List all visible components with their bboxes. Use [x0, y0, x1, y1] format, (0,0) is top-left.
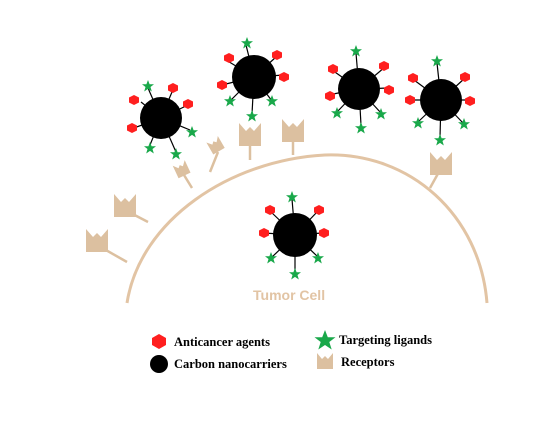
legend-carbon-label: Carbon nanocarriers	[174, 357, 287, 371]
legend: Anticancer agents Carbon nanocarriers Ta…	[150, 330, 432, 373]
circle-icon	[150, 355, 168, 373]
legend-receptors-label: Receptors	[341, 355, 395, 369]
nanocarrier-3	[325, 45, 394, 134]
receptor-icon	[114, 194, 136, 217]
nanocarrier-inside-cell	[259, 191, 329, 280]
receptor-icon	[86, 229, 108, 252]
tumor-cell-label: Tumor Cell	[253, 287, 325, 303]
nanocarrier-1	[127, 80, 198, 160]
receptor-icon	[172, 160, 191, 179]
receptor-icon	[282, 119, 304, 142]
receptor-group	[96, 135, 442, 264]
nanocarrier-2	[217, 37, 289, 122]
receptor-icon	[430, 152, 452, 175]
tumor-cell-membrane	[125, 153, 489, 304]
receptor-icon	[317, 353, 333, 369]
legend-targeting-label: Targeting ligands	[339, 333, 432, 347]
star-icon	[314, 330, 336, 350]
nanocarrier-4	[405, 55, 475, 146]
hexagon-icon	[152, 334, 166, 349]
legend-anticancer-label: Anticancer agents	[174, 335, 270, 349]
receptor-icon	[206, 135, 225, 155]
receptor-icon	[239, 123, 261, 146]
